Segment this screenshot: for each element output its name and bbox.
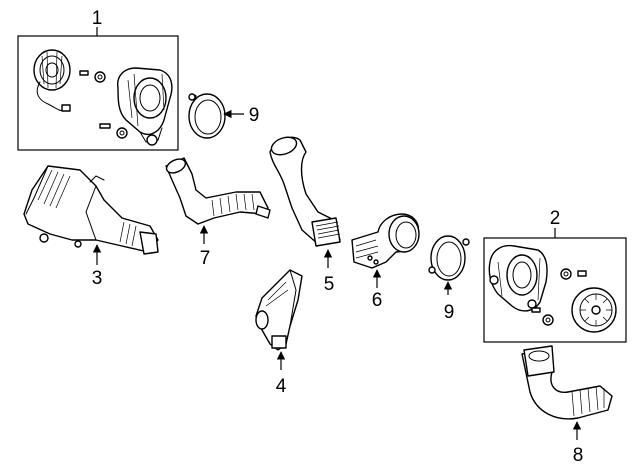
svg-text:5: 5: [324, 274, 335, 295]
duct-7: [165, 157, 271, 244]
elbow-6: [351, 213, 420, 288]
fastener-2b: [531, 307, 554, 326]
callout-6: 6: [372, 290, 383, 311]
fastener-1a: [79, 70, 106, 83]
callout-9-lower: 9: [444, 302, 455, 323]
svg-text:4: 4: [276, 376, 287, 397]
fastener-2a: [560, 268, 587, 280]
gasket-9-lower: [428, 235, 470, 295]
svg-text:8: 8: [573, 445, 584, 466]
gasket-9-upper: [188, 93, 244, 139]
callout-2: 2: [550, 208, 561, 229]
svg-text:2: 2: [550, 208, 561, 229]
blower-wheel-1: [33, 49, 71, 112]
svg-text:3: 3: [92, 268, 103, 289]
callout-7: 7: [200, 248, 211, 269]
fastener-1b: [99, 123, 128, 139]
assembly-box-2: [483, 228, 627, 343]
callout-5: 5: [324, 274, 335, 295]
callout-9-upper: 9: [249, 105, 260, 126]
blower-housing-2: [488, 244, 548, 312]
assembly-box-1: [17, 27, 179, 151]
callout-3: 3: [92, 268, 103, 289]
bracket-4: [255, 269, 303, 370]
callout-1: 1: [92, 8, 103, 29]
duct-5: [269, 136, 341, 268]
duct-8: [521, 345, 613, 440]
blower-wheel-2: [571, 287, 617, 333]
svg-text:9: 9: [444, 302, 455, 323]
blower-housing-1: [117, 67, 173, 146]
svg-text:6: 6: [372, 290, 383, 311]
callout-4: 4: [276, 376, 287, 397]
callout-8: 8: [573, 445, 584, 466]
svg-text:1: 1: [92, 8, 103, 29]
intake-duct-3: [23, 165, 159, 265]
svg-text:9: 9: [249, 105, 260, 126]
svg-text:7: 7: [200, 248, 211, 269]
